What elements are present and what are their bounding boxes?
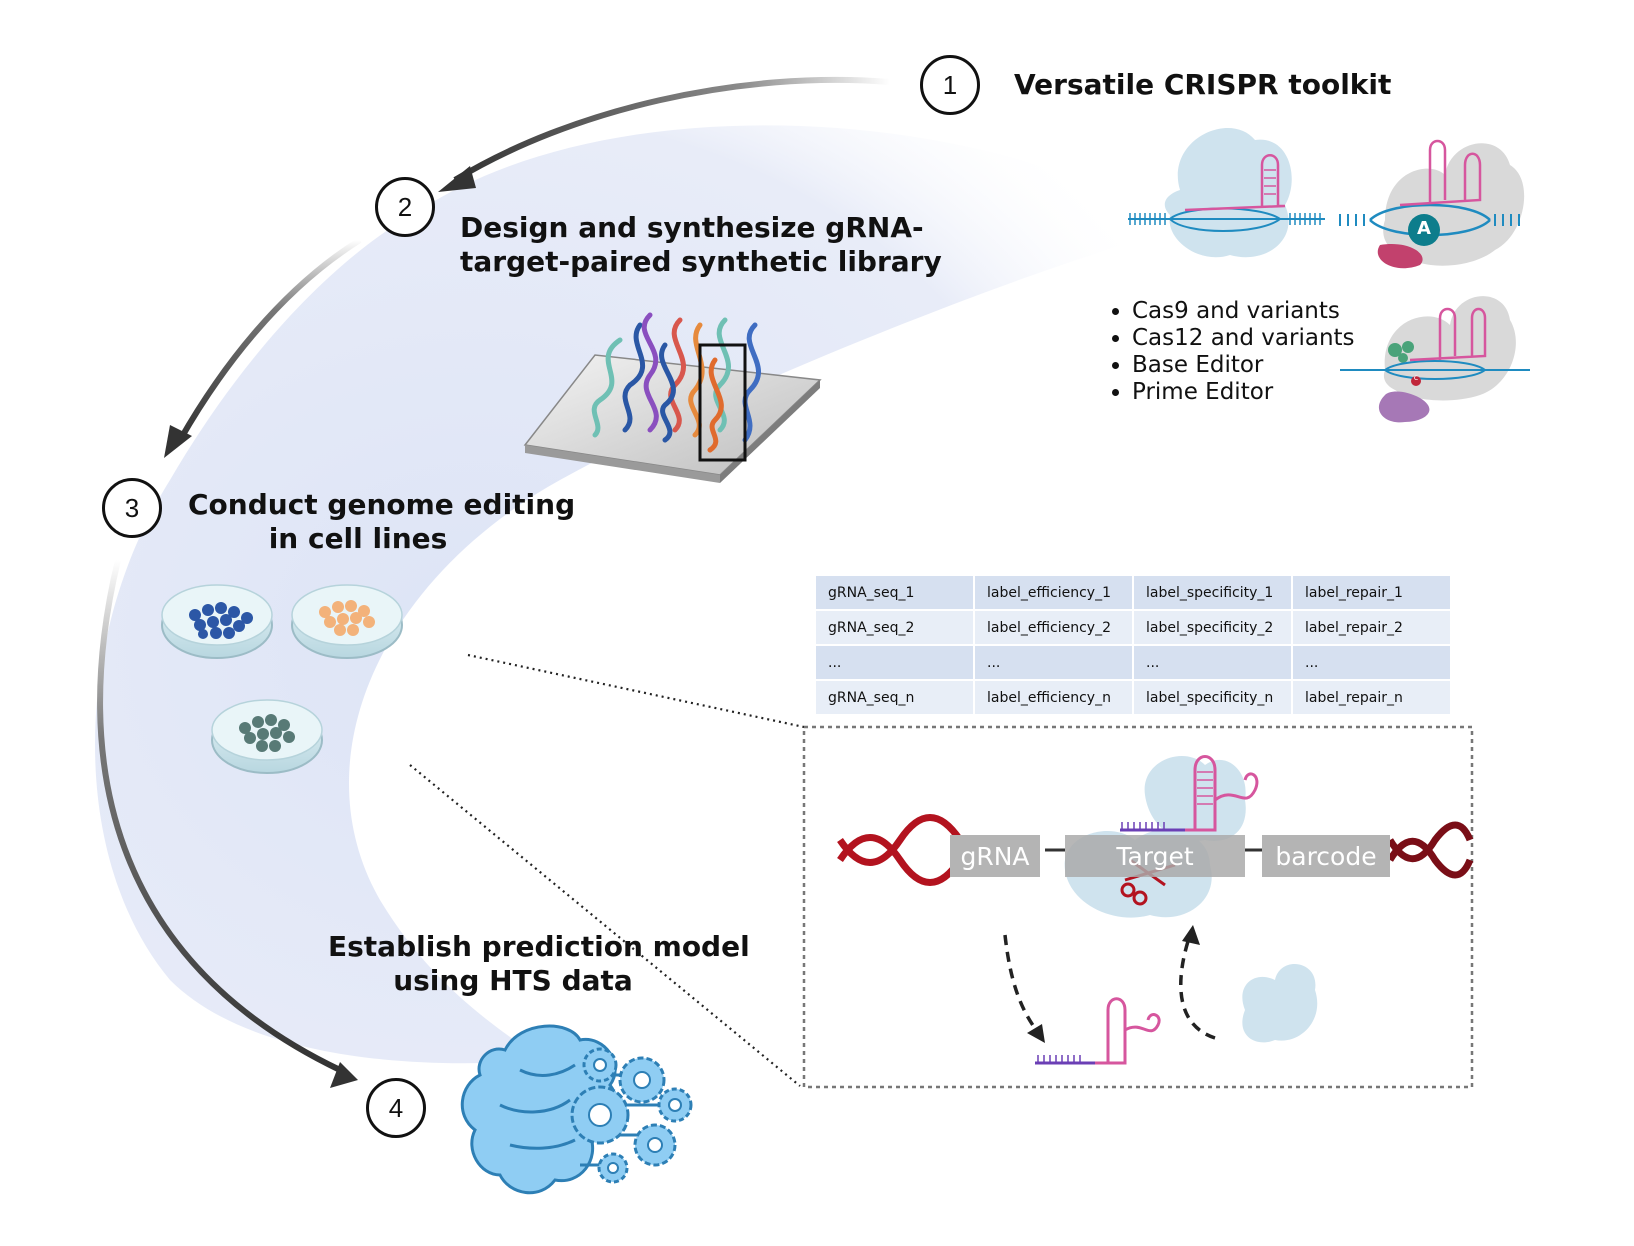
table-cell: label_specificity_1 [1134,576,1291,609]
barcode-label: barcode [1262,835,1390,877]
table-cell: ... [975,646,1132,679]
table-cell: label_repair_n [1293,681,1450,714]
arrowhead-2 [438,166,476,192]
base-editor-letter: A [1417,218,1431,239]
toolkit-list: Cas9 and variants Cas12 and variants Bas… [1110,298,1355,406]
dotted-line-upper [467,653,805,729]
table-row: ... ... ... ... [816,646,1450,679]
step-2-number: 2 [375,177,435,237]
petri-dish-blue [161,584,273,659]
step-4-title-line1: Establish prediction model [328,930,750,963]
prime-editor-illustration [1340,296,1530,423]
arrowhead-3 [164,425,192,458]
table-row: gRNA_seq_1 label_efficiency_1 label_spec… [816,576,1450,609]
step-1-number: 1 [920,55,980,115]
step-2-title-line1: Design and synthesize gRNA- [460,211,924,244]
table-cell: label_efficiency_2 [975,611,1132,644]
table-cell: ... [816,646,973,679]
toolkit-item: Prime Editor [1132,379,1355,406]
arrow-1-to-2 [453,76,891,183]
toolkit-item: Base Editor [1132,352,1355,379]
arrow-3-to-4 [97,559,342,1073]
step-1-title: Versatile CRISPR toolkit [1014,68,1392,101]
table-row: gRNA_seq_2 label_efficiency_2 label_spec… [816,611,1450,644]
step-3-title: Conduct genome editing in cell lines [188,488,576,556]
cas9-illustration [1128,128,1325,258]
synthetic-library-slide [523,312,822,483]
step-2-title: Design and synthesize gRNA- target-paire… [460,211,942,279]
table-cell: ... [1134,646,1291,679]
table-cell: gRNA_seq_1 [816,576,973,609]
table-cell: gRNA_seq_n [816,681,973,714]
crescent-halo [95,125,1180,1064]
step-4-title-line2: using HTS data [393,964,633,997]
step-4-number: 4 [366,1078,426,1138]
step-3-number: 3 [102,478,162,538]
prime-editor-letter: c [1413,373,1419,382]
table-cell: gRNA_seq_2 [816,611,973,644]
base-editor-illustration [1339,139,1525,269]
toolkit-item: Cas9 and variants [1132,298,1355,325]
brain-gears-illustration [460,1024,693,1195]
step-3-title-line2: in cell lines [268,522,448,555]
table-cell: label_efficiency_n [975,681,1132,714]
toolkit-item: Cas12 and variants [1132,325,1355,352]
petri-dish-orange [291,584,403,659]
dotted-line-lower [409,764,801,1087]
table-cell: ... [1293,646,1450,679]
step-4-title: Establish prediction model using HTS dat… [328,930,750,998]
table-cell: label_specificity_2 [1134,611,1291,644]
table-cell: label_specificity_n [1134,681,1291,714]
step-3-title-line1: Conduct genome editing [188,488,576,521]
table-cell: label_repair_1 [1293,576,1450,609]
library-table: gRNA_seq_1 label_efficiency_1 label_spec… [814,574,1452,716]
grna-label: gRNA [950,835,1040,877]
arrow-2-to-3 [177,237,362,442]
arrowhead-4 [330,1062,358,1088]
table-cell: label_repair_2 [1293,611,1450,644]
table-row: gRNA_seq_n label_efficiency_n label_spec… [816,681,1450,714]
table-cell: label_efficiency_1 [975,576,1132,609]
petri-dish-green [211,699,323,774]
step-2-title-line2: target-paired synthetic library [460,245,942,278]
target-label: Target [1065,835,1245,877]
